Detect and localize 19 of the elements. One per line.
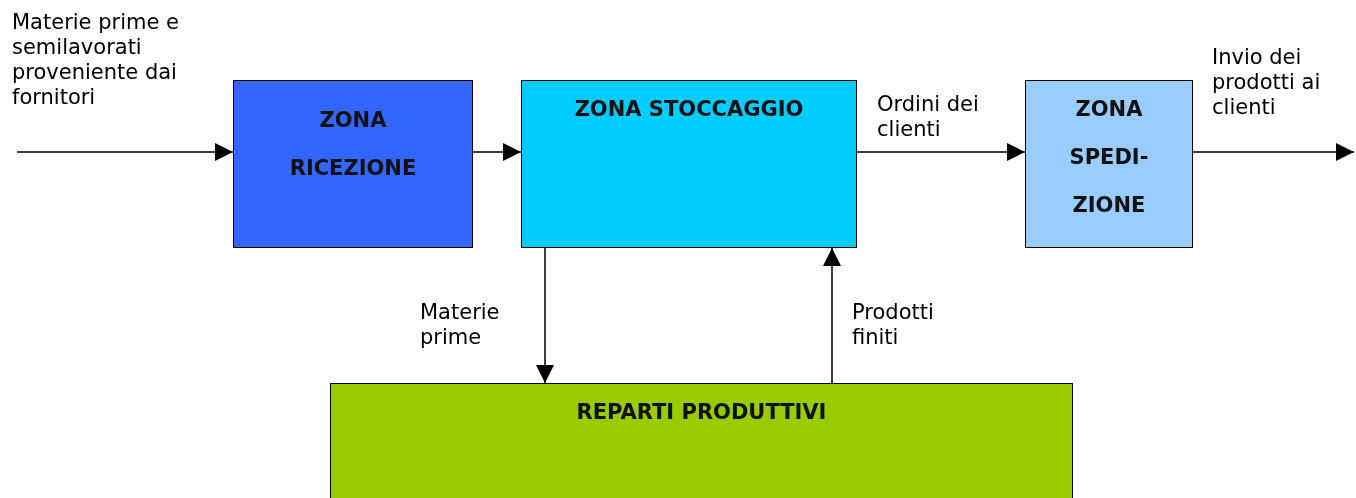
arrow — [1192, 143, 1355, 161]
edge-label: Ordini dei clienti — [877, 92, 980, 142]
zone-title: ZONA RICEZIONE — [288, 107, 418, 182]
arrow — [823, 247, 841, 384]
arrow — [536, 247, 554, 384]
arrow — [16, 143, 234, 161]
zone-title: ZONA STOCCAGGIO — [573, 96, 805, 123]
edge-label: Invio dei prodotti ai clienti — [1212, 45, 1322, 120]
arrow — [472, 143, 522, 161]
edge-label: Materie prime — [420, 300, 501, 350]
zone-box — [330, 383, 1073, 498]
zone-box — [521, 80, 857, 248]
arrow — [856, 143, 1026, 161]
zone-title: REPARTI PRODUTTIVI — [575, 399, 828, 426]
zone-box — [1025, 80, 1193, 248]
edge-label: Prodotti finiti — [852, 300, 935, 350]
zone-box — [233, 80, 473, 248]
edge-label: Materie prime e semilavorati proveniente dai fornitori — [12, 10, 180, 110]
zone-title: ZONA SPEDI- ZIONE — [1068, 96, 1150, 219]
